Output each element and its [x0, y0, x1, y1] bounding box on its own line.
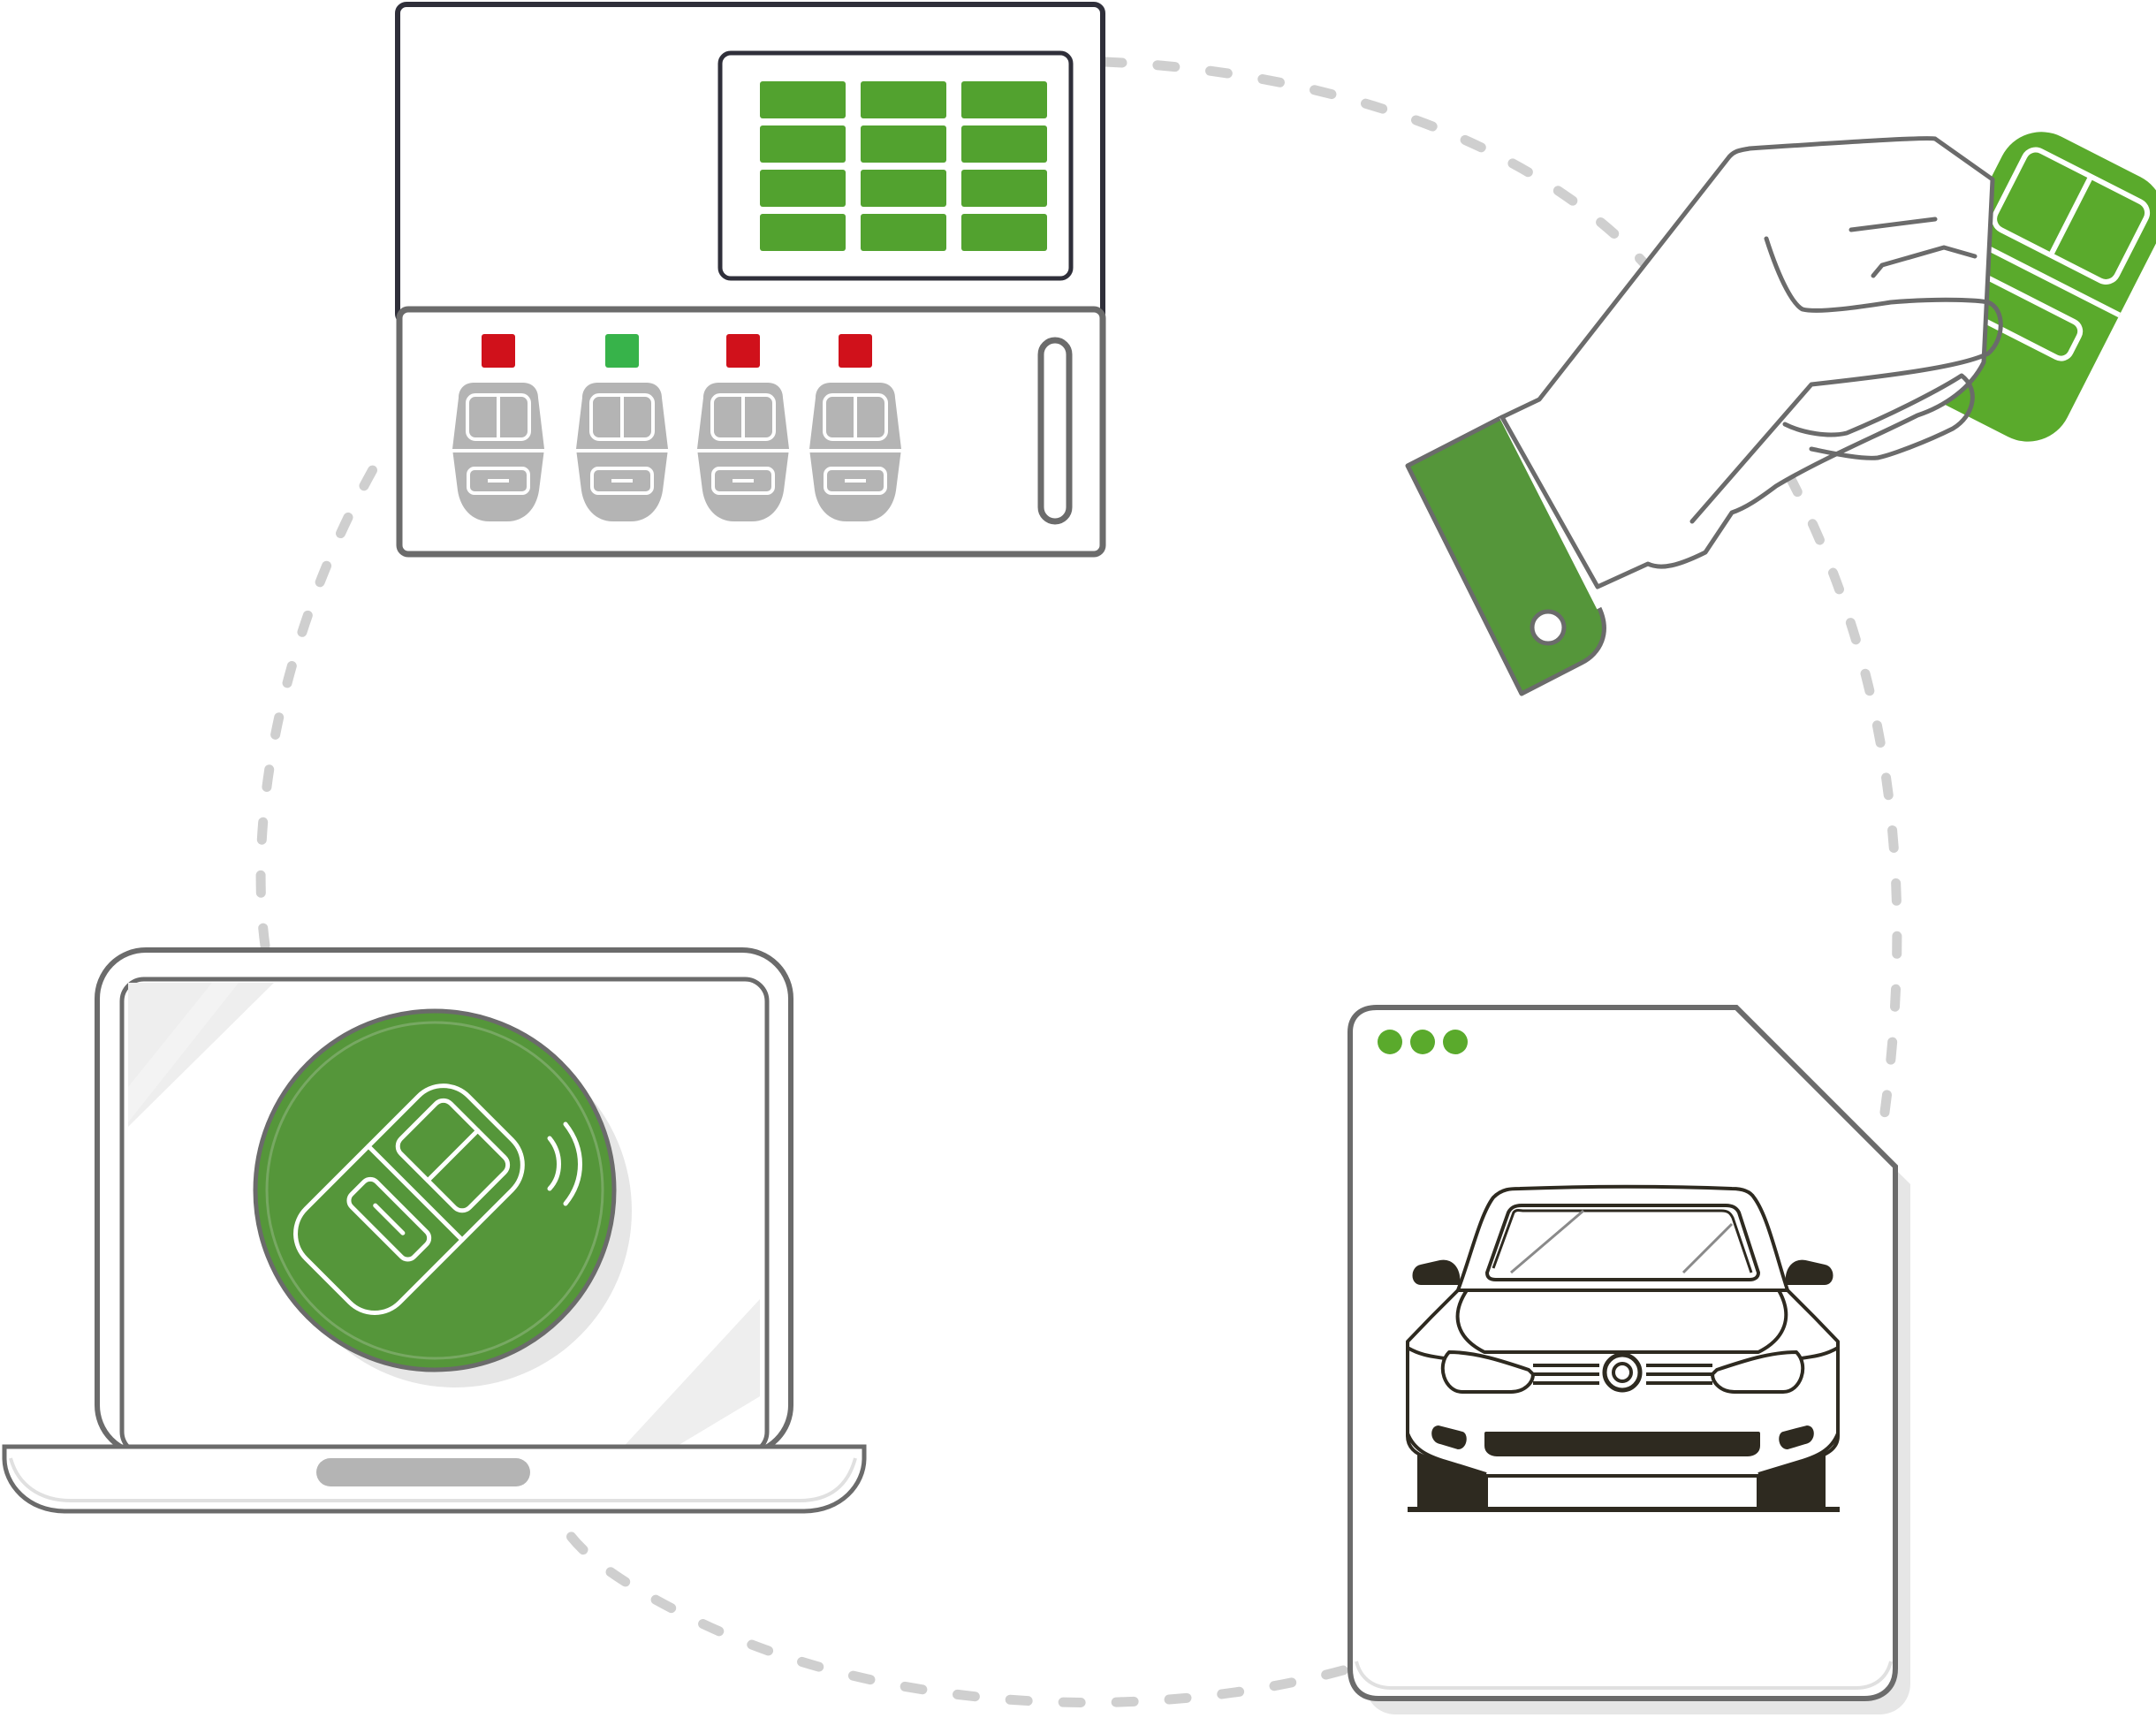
- screen-key-cell: [961, 214, 1047, 251]
- screen-key-cell: [961, 81, 1047, 118]
- screen-glare-bottom: [619, 1299, 760, 1452]
- gray-key-fob: [576, 383, 668, 521]
- status-led-red: [726, 334, 760, 368]
- gray-key-fob: [452, 383, 544, 521]
- car-headlight-left: [1440, 1350, 1535, 1394]
- screen-key-cell: [961, 170, 1047, 207]
- car-foglight-left: [1431, 1425, 1467, 1449]
- car-headlight-right: [1711, 1350, 1805, 1394]
- screen-key-cell: [760, 170, 846, 207]
- car-mirror-left: [1412, 1259, 1461, 1285]
- gray-key-fob: [809, 383, 901, 521]
- screen-key-cell: [861, 214, 946, 251]
- window-dots: [1378, 1030, 1468, 1054]
- screen-key-cell: [861, 81, 946, 118]
- status-led-red: [839, 334, 872, 368]
- cabinet-door-handle: [1037, 337, 1073, 525]
- screen-glare-top-2: [128, 983, 239, 1122]
- window-dot: [1410, 1030, 1435, 1054]
- sleeve-button: [1530, 609, 1567, 646]
- screen-key-cell: [861, 170, 946, 207]
- hand: [1499, 136, 2003, 589]
- status-led-red: [482, 334, 515, 368]
- screen-key-cell: [760, 81, 846, 118]
- cabinet-screen-grid: [760, 81, 1047, 251]
- gray-key-fob: [697, 383, 789, 521]
- window-dot: [1378, 1030, 1402, 1054]
- car-foglight-right: [1779, 1425, 1814, 1449]
- screen-key-cell: [760, 214, 846, 251]
- car-front-icon: [1406, 1184, 1840, 1512]
- screen-key-cell: [760, 125, 846, 163]
- document-icon: [1348, 1005, 1910, 1714]
- hand-holding-key-icon: [1405, 132, 2156, 696]
- screen-glare-top: [128, 983, 274, 1127]
- key-cabinet-icon: [395, 2, 1106, 558]
- window-dot: [1443, 1030, 1468, 1054]
- laptop-icon: [2, 947, 867, 1514]
- cabinet-key-slots: [452, 334, 901, 521]
- screen-key-cell: [861, 125, 946, 163]
- car-mirror-right: [1785, 1259, 1833, 1285]
- car-windshield: [1485, 1204, 1760, 1281]
- status-led-green: [605, 334, 639, 368]
- laptop-touchpad: [316, 1458, 530, 1486]
- car-remote-signal-icon: [293, 1083, 582, 1315]
- screen-key-cell: [961, 125, 1047, 163]
- car-lower-grille: [1484, 1432, 1760, 1456]
